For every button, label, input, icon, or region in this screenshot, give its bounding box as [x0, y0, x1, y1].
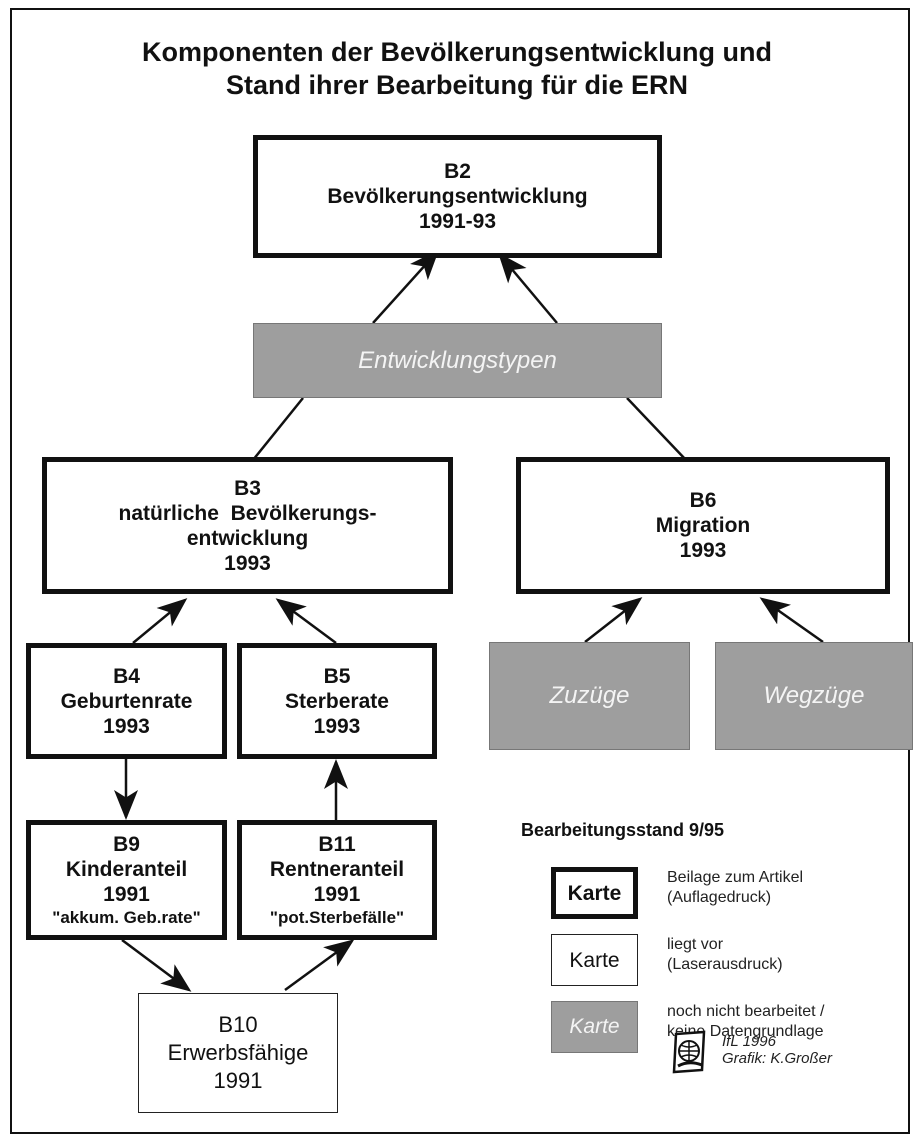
legend-desc-thin: liegt vor (Laserausdruck)	[667, 935, 783, 975]
line-b6-to-entw	[626, 397, 687, 461]
node-entwicklungstypen-label: Entwicklungstypen	[358, 346, 557, 374]
credit: IfL 1996 Grafik: K.Großer	[722, 1033, 832, 1067]
ifl-logo-icon	[672, 1030, 706, 1074]
node-b2-code: B2	[444, 160, 471, 183]
line-b3-to-entw	[252, 397, 304, 461]
legend-desc-thin-2: (Laserausdruck)	[667, 956, 783, 973]
legend-desc-thick-2: (Auflagedruck)	[667, 889, 772, 906]
legend-sample-thin: Karte	[551, 934, 638, 986]
legend-desc-thick: Beilage zum Artikel (Auflagedruck)	[667, 868, 803, 908]
legend-sample-grey: Karte	[551, 1001, 638, 1053]
legend-sample-thick: Karte	[551, 867, 638, 919]
legend-desc-grey: noch nicht bearbeitet / keine Datengrund…	[667, 1002, 824, 1042]
node-b5-code: B5	[323, 664, 351, 688]
arrow-b4-to-b3	[132, 598, 188, 644]
node-b4: B4 Geburtenrate 1993	[26, 643, 227, 759]
node-zuzuege: Zuzüge	[489, 642, 690, 750]
arrow-zuzuege-to-b6	[584, 597, 643, 643]
arrow-b9-to-b10	[121, 938, 192, 992]
diagram-title: Komponenten der Bevölkerungsentwicklung …	[0, 36, 914, 102]
legend-desc-thin-1: liegt vor	[667, 936, 724, 953]
node-b11-note: "pot.Sterbefälle"	[269, 907, 405, 927]
node-wegzuege: Wegzüge	[715, 642, 913, 750]
node-b9-note: "akkum. Geb.rate"	[52, 907, 201, 927]
node-b4-year: 1993	[103, 714, 150, 738]
node-wegzuege-label: Wegzüge	[763, 682, 865, 709]
legend-desc-grey-1: noch nicht bearbeitet /	[667, 1003, 825, 1020]
legend-desc-grey-2: keine Datengrundlage	[667, 1023, 824, 1040]
node-b6-code: B6	[689, 489, 717, 512]
node-b2: B2 Bevölkerungsentwicklung 1991-93	[253, 135, 662, 258]
node-b5: B5 Sterberate 1993	[237, 643, 437, 759]
node-b11-year: 1991	[313, 882, 361, 906]
node-entwicklungstypen: Entwicklungstypen	[253, 323, 662, 398]
node-b10-code: B10	[218, 1012, 258, 1037]
title-line-2: Stand ihrer Bearbeitung für die ERN	[225, 70, 689, 100]
node-b11-code: B11	[318, 832, 356, 856]
node-b5-name: Sterberate	[285, 689, 389, 713]
node-b2-name: Bevölkerungsentwicklung	[327, 185, 588, 208]
node-b4-name: Geburtenrate	[60, 689, 193, 713]
node-zuzuege-label: Zuzüge	[549, 682, 630, 709]
legend-heading: Bearbeitungsstand 9/95	[521, 820, 725, 840]
arrow-b5-to-b3	[275, 598, 337, 645]
arrow-wegzuege-to-b6	[759, 597, 824, 644]
arrow-entw-to-b2-left	[372, 249, 440, 324]
node-b6-year: 1993	[679, 539, 727, 562]
node-b10: B10 Erwerbsfähige 1991	[138, 993, 338, 1113]
node-b11: B11 Rentneranteil 1991 "pot.Sterbefälle"	[237, 820, 437, 940]
legend-sample-grey-label: Karte	[569, 1015, 620, 1038]
figure-frame	[10, 8, 910, 1134]
node-b5-year: 1993	[313, 714, 361, 738]
node-b3-code: B3	[234, 476, 261, 500]
legend-desc-thick-1: Beilage zum Artikel	[667, 869, 804, 886]
node-b3: B3 natürliche Bevölkerungs- entwicklung …	[42, 457, 453, 594]
node-b9: B9 Kinderanteil 1991 "akkum. Geb.rate"	[26, 820, 227, 940]
node-b9-name: Kinderanteil	[65, 857, 188, 881]
node-b6-name: Migration	[655, 514, 751, 537]
node-b3-name-1: natürliche Bevölkerungs-	[118, 501, 377, 525]
node-b9-code: B9	[113, 832, 140, 856]
node-b4-code: B4	[113, 664, 140, 688]
legend-sample-thin-label: Karte	[569, 948, 620, 972]
node-b9-year: 1991	[103, 882, 150, 906]
node-b3-name-2: entwicklung	[186, 526, 309, 550]
node-b3-year: 1993	[224, 551, 271, 575]
node-b10-year: 1991	[213, 1068, 263, 1093]
node-b2-period: 1991-93	[418, 210, 497, 233]
credit-line-1: IfL 1996	[722, 1033, 776, 1050]
node-b6: B6 Migration 1993	[516, 457, 890, 594]
legend-sample-thick-label: Karte	[567, 881, 622, 905]
arrow-entw-to-b2-right	[498, 252, 558, 324]
node-b11-name: Rentneranteil	[269, 857, 405, 881]
arrow-b10-to-b11	[284, 939, 355, 992]
node-b10-name: Erwerbsfähige	[167, 1040, 309, 1065]
credit-line-2: Grafik: K.Großer	[722, 1050, 833, 1067]
title-line-1: Komponenten der Bevölkerungsentwicklung …	[141, 37, 773, 67]
